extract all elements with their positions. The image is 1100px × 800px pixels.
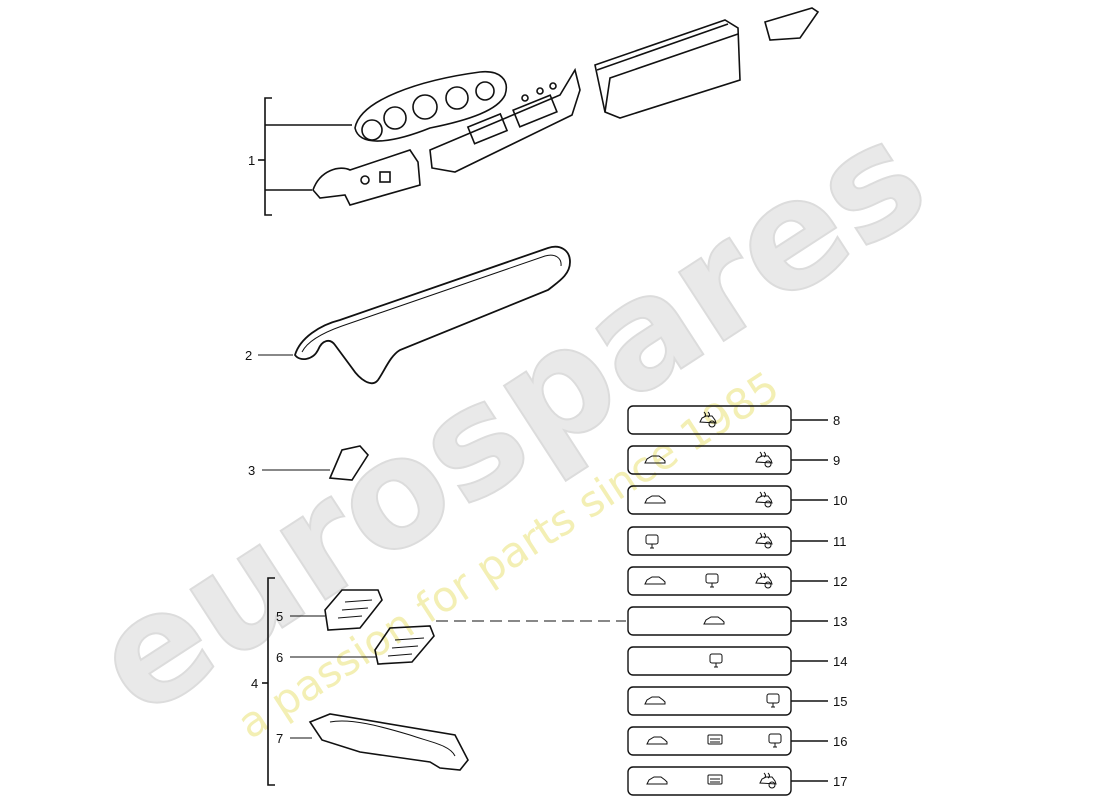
watermark-brand: eurospares [65, 88, 955, 750]
mirror-heat-icon [645, 534, 659, 549]
callout-6: 6 [276, 650, 283, 665]
dashboard-cover-part [258, 245, 571, 385]
end-cap-part [764, 7, 820, 41]
gauge-ring-1 [361, 119, 383, 141]
gauge-panel-part [354, 70, 507, 142]
vent-part-6 [374, 625, 435, 665]
watermark: eurospares a passion for parts since 198… [64, 87, 956, 751]
callout-17: 17 [833, 774, 847, 789]
rear-defrost-icon [759, 772, 777, 789]
callout-8: 8 [833, 413, 840, 428]
callout-13: 13 [833, 614, 847, 629]
callout-9: 9 [833, 453, 840, 468]
callout-2: 2 [245, 348, 252, 363]
mirror-heat-icon [766, 693, 780, 708]
callout-3: 3 [248, 463, 255, 478]
center-trim-part [429, 67, 581, 173]
glovebox-lid-part [594, 19, 741, 119]
switch-panel-13 [627, 606, 792, 636]
switch-panel-16 [627, 726, 792, 756]
switch-panels [627, 405, 828, 796]
seat-heat-icon [707, 774, 723, 785]
callout-10: 10 [833, 493, 847, 508]
callout-15: 15 [833, 694, 847, 709]
callout-7: 7 [276, 731, 283, 746]
switch-panel-12 [627, 566, 792, 596]
car-icon [644, 495, 666, 504]
car-icon [646, 736, 668, 745]
callout-numbers: 1 2 3 4 5 6 7 8 9 10 11 12 13 14 15 16 1… [245, 153, 847, 789]
car-icon [646, 776, 668, 785]
car-icon [644, 576, 666, 585]
callout-5: 5 [276, 609, 283, 624]
rear-defrost-icon [755, 532, 773, 549]
seat-heat-icon [707, 734, 723, 745]
left-trim-part [312, 149, 421, 206]
callout-12: 12 [833, 574, 847, 589]
gauge-ring-3 [412, 94, 438, 120]
console-tray-part-7 [308, 713, 469, 771]
mirror-heat-icon [768, 733, 782, 748]
gauge-ring-4 [445, 86, 469, 110]
bracket-4 [267, 577, 275, 786]
vent-part-5 [324, 589, 383, 631]
rear-defrost-icon [755, 491, 773, 508]
switch-panel-17 [627, 766, 792, 796]
rear-defrost-icon [755, 451, 773, 468]
callout-16: 16 [833, 734, 847, 749]
callout-4: 4 [251, 676, 258, 691]
bracket-1 [264, 97, 272, 216]
mirror-heat-icon [709, 653, 723, 668]
mirror-heat-icon [705, 573, 719, 588]
trim-cap-part [262, 445, 370, 481]
car-icon [703, 616, 725, 625]
rear-defrost-icon [755, 572, 773, 589]
callout-11: 11 [833, 534, 847, 549]
car-icon [644, 696, 666, 705]
callout-14: 14 [833, 654, 847, 669]
switch-panel-11 [627, 526, 792, 556]
gauge-ring-2 [383, 106, 407, 130]
callout-1: 1 [248, 153, 255, 168]
gauge-ring-5 [475, 81, 495, 101]
dashboard-panel-set [258, 7, 820, 216]
vent-console-group [262, 577, 626, 786]
